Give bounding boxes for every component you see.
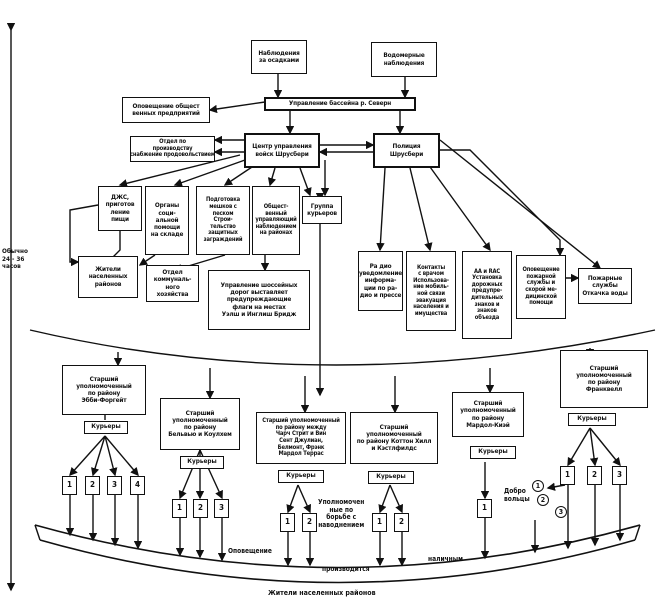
flood-wardens-note: Уполномочен ные по борьбе с наводнением	[318, 498, 365, 529]
food-supply-box: Отдел по производству снабжение продовол…	[130, 136, 215, 162]
couriers-box-w3: Курьеры	[278, 470, 324, 483]
public-warden-box: Общест- венный управляющий наблюдением н…	[252, 186, 300, 255]
courier-2-w6: 2	[587, 466, 602, 485]
notify-enterprises-box: Оповещение общест венных предприятий	[122, 97, 210, 123]
warden-belvue-box: Старший уполномоченный по району Бельвью…	[160, 398, 240, 450]
residents-bottom-label: Жители населенных районов	[268, 589, 376, 597]
fire-service-box: Пожарные службы Откачка воды	[578, 268, 632, 304]
courier-2-w2: 2	[193, 499, 208, 518]
rainfall-observation-box: Наблюдения за осадками	[251, 40, 307, 74]
courier-3-w6: 3	[612, 466, 627, 485]
warden-church-st-box: Старший уполномоченный по району между Ч…	[256, 412, 346, 464]
radio-press-box: Ра дио уведомление информа- ции по ра- д…	[358, 251, 403, 311]
couriers-group-box: Группа курьеров	[302, 196, 342, 224]
residents-districts-box: Жители населенных районов	[78, 256, 138, 298]
warden-mardol-quay-box: Старший уполномоченный по району Мардол-…	[452, 392, 524, 437]
courier-2-w4: 2	[394, 513, 409, 532]
couriers-box-w4: Курьеры	[368, 471, 414, 484]
warden-abbey-foregate-box: Старший уполномоченный по району Эбби-Фо…	[62, 365, 146, 415]
couriers-box-w5: Курьеры	[470, 446, 516, 459]
courier-1-w4: 1	[372, 513, 387, 532]
courier-3-w2: 3	[214, 499, 229, 518]
volunteer-3: 3	[555, 506, 567, 518]
bottom-note-produced: производится	[322, 565, 370, 573]
courier-1-w6: 1	[560, 466, 575, 485]
courier-2-w3: 2	[302, 513, 317, 532]
volunteer-2: 2	[537, 494, 549, 506]
warden-frankwell-box: Старший уполномоченный по району Франкве…	[560, 350, 648, 408]
warden-cotton-hill-box: Старший уполномоченный по району Коттон …	[350, 412, 438, 464]
police-box: Полиция Шрусбери	[373, 133, 440, 168]
fire-notify-box: Оповещение пожарной службы и скорой ме- …	[516, 255, 566, 319]
road-management-box: Управление шоссейных дорог выставляет пр…	[208, 270, 310, 330]
couriers-box-w1: Курьеры	[84, 421, 128, 434]
couriers-box-w6: Курьеры	[568, 413, 616, 426]
water-gauge-observation-box: Водомерные наблюдения	[371, 42, 437, 77]
courier-3-w1: 3	[107, 476, 122, 495]
time-axis-label: Обычно 24 - 36 часов	[2, 247, 28, 271]
contacts-evacuation-box: Контакты с врачом Использова- ние мобиль…	[406, 251, 456, 331]
courier-1-w2: 1	[172, 499, 187, 518]
courier-1-w3: 1	[280, 513, 295, 532]
sandbags-box: Подготовка мешков с песком Строи- тельст…	[196, 186, 250, 255]
courier-2-w1: 2	[85, 476, 100, 495]
aa-rac-signs-box: АА и RAC Установка дорожных предупре- ди…	[462, 251, 512, 339]
housing-dept-box: Отдел коммуналь- ного хозяйства	[146, 265, 199, 302]
social-help-box: Органы соци- альной помощи на складе	[145, 186, 189, 255]
basin-office-box: Управление бассейна р. Северн	[264, 97, 416, 111]
courier-4-w1: 4	[130, 476, 145, 495]
couriers-box-w2: Курьеры	[180, 456, 224, 469]
volunteers-label: Добро вольцы	[504, 487, 530, 503]
dzhs-food-prep-box: ДЖС, приготов ление пищи	[98, 186, 142, 231]
courier-1-w5: 1	[477, 499, 492, 518]
bottom-note-cash: наличным	[428, 555, 463, 563]
control-center-box: Центр управления войск Шрусбери	[244, 133, 320, 168]
bottom-note-notification: Оповещение	[228, 547, 272, 555]
volunteer-1: 1	[532, 480, 544, 492]
courier-1-w1: 1	[62, 476, 77, 495]
